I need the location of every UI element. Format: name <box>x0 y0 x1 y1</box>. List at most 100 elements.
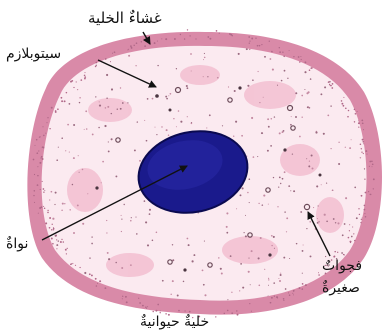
membrane-dot <box>269 41 270 42</box>
granule-dot <box>128 55 130 57</box>
membrane-dot <box>328 81 330 83</box>
granule-dot <box>77 89 78 90</box>
membrane-dot <box>358 208 359 209</box>
membrane-dot <box>104 287 106 289</box>
membrane-dot <box>125 296 127 298</box>
membrane-dot <box>97 283 98 284</box>
granule-dot <box>52 218 54 220</box>
membrane-dot <box>95 66 97 68</box>
granule-dot <box>320 93 322 95</box>
membrane-dot <box>358 126 359 127</box>
granule-dot <box>306 92 308 94</box>
vacuoles-label-line1: فجواتٌ <box>322 258 362 274</box>
granule-dot <box>54 204 55 205</box>
membrane-dot <box>178 310 180 312</box>
granule-dot <box>323 133 325 135</box>
membrane-dot <box>180 34 181 35</box>
membrane-dot <box>157 41 158 42</box>
membrane-dot <box>341 100 343 102</box>
membrane-dot <box>349 230 350 231</box>
granule-dot <box>315 131 317 133</box>
granule-dot <box>168 95 169 96</box>
granule-dot <box>56 244 58 246</box>
membrane-dot <box>46 122 47 123</box>
granule-dot <box>295 116 297 118</box>
granule-dot <box>353 54 354 55</box>
granule-dot <box>342 234 344 236</box>
membrane-dot <box>38 150 39 151</box>
membrane-dot <box>343 97 344 98</box>
membrane-dot <box>141 41 143 43</box>
membrane-dot <box>63 241 65 243</box>
granule-dot <box>145 221 147 223</box>
granule-dot <box>326 56 328 58</box>
granule-dot <box>147 98 149 100</box>
membrane-dot <box>105 58 107 60</box>
membrane-dot <box>304 61 306 63</box>
granule-dot <box>306 301 308 303</box>
granule-dot <box>108 141 109 142</box>
granule-dot <box>310 78 312 80</box>
granule-dot <box>172 244 173 245</box>
granule-dot <box>313 207 314 208</box>
granule-dot <box>107 106 109 108</box>
membrane-dot <box>361 120 363 122</box>
granule-dot <box>351 236 353 238</box>
membrane-dot <box>249 41 250 42</box>
membrane-dot <box>133 45 134 46</box>
granule-dot <box>111 113 112 114</box>
granule-dot <box>249 202 250 203</box>
granule-dot <box>49 199 50 200</box>
membrane-dot <box>251 38 253 40</box>
granule-dot <box>69 103 71 105</box>
granule-dot <box>170 294 171 295</box>
granule-dot <box>310 255 312 257</box>
membrane-dot <box>43 188 45 190</box>
granule-dot <box>92 133 94 135</box>
granule-dot <box>157 65 158 66</box>
membrane-dot <box>363 143 364 144</box>
granule-dot <box>304 71 306 73</box>
granule-dot <box>262 204 264 206</box>
granule-dot <box>135 217 136 218</box>
membrane-dot <box>288 292 289 293</box>
granule-dot <box>324 214 326 216</box>
membrane-dot <box>126 301 128 303</box>
membrane-dot <box>355 113 357 115</box>
granule-dot <box>86 128 88 130</box>
granule-dot <box>339 59 340 60</box>
membrane-dot <box>84 72 85 73</box>
membrane-dot <box>40 189 41 190</box>
membrane-dot <box>145 306 147 308</box>
granule-dot <box>345 197 347 199</box>
granule-dot <box>355 59 356 60</box>
granule-dot <box>318 205 319 206</box>
granule-dot <box>72 184 74 186</box>
granule-dot <box>58 147 59 148</box>
granule-dot <box>122 102 124 104</box>
granule-dot <box>280 273 281 274</box>
membrane-dot <box>33 195 34 196</box>
granule-dot <box>301 95 303 97</box>
granule-dot <box>302 273 303 274</box>
membrane-dot <box>332 83 334 85</box>
membrane-dot <box>219 32 220 33</box>
membrane-dot <box>47 210 48 211</box>
granule-dot <box>156 232 158 234</box>
membrane-dot <box>373 178 375 180</box>
granule-dot <box>99 101 100 102</box>
granule-dot <box>268 285 269 286</box>
membrane-dot <box>160 310 161 311</box>
granule-dot <box>253 156 255 158</box>
granule-dot <box>218 257 220 259</box>
granule-dot <box>277 206 278 207</box>
granule-dot <box>235 121 237 123</box>
membrane-dot <box>144 45 146 47</box>
granule-dot <box>89 257 90 258</box>
granule-dot <box>364 168 365 169</box>
membrane-dot <box>139 302 141 304</box>
granule-dot <box>283 130 285 132</box>
membrane-dot <box>146 308 147 309</box>
membrane-dot <box>364 179 365 180</box>
granule-dot <box>85 110 87 112</box>
